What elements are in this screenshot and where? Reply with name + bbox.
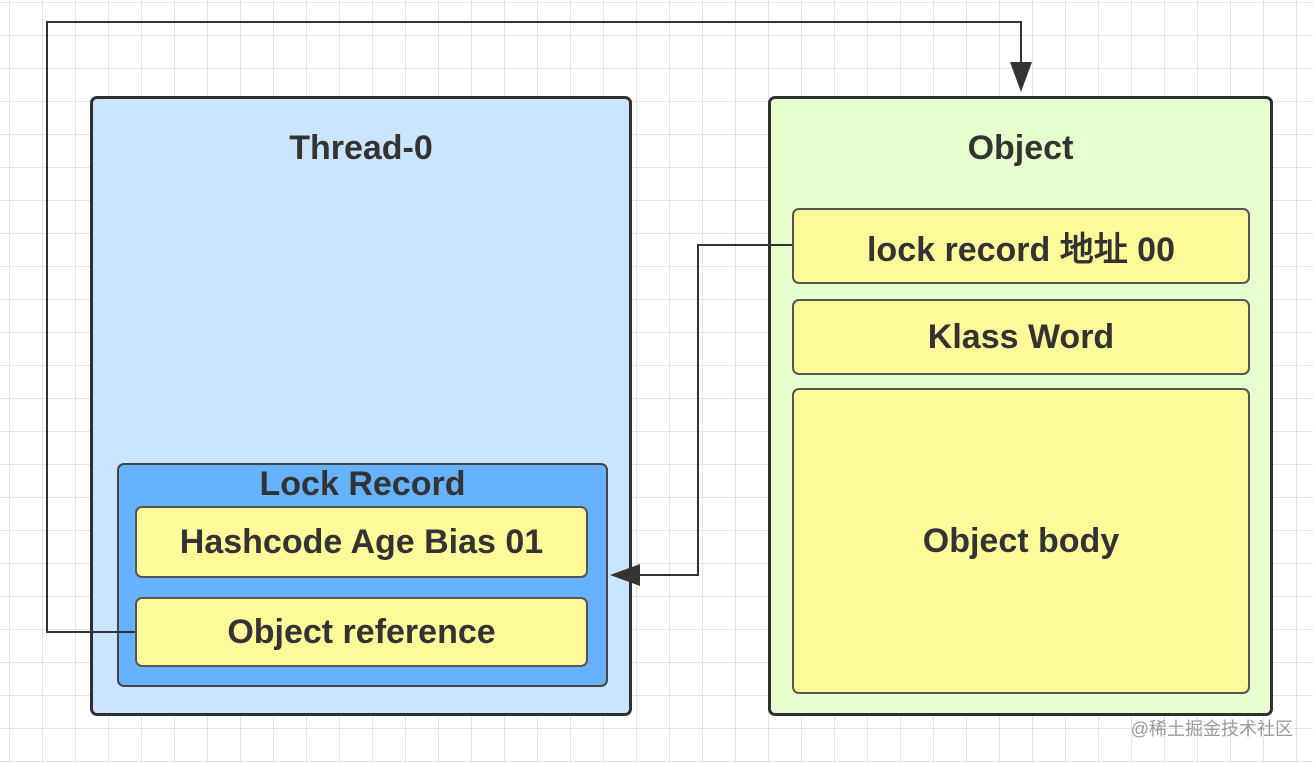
object-reference-field: Object reference bbox=[135, 597, 588, 667]
object-body-field: Object body bbox=[792, 388, 1250, 694]
arrowhead-down-icon bbox=[1010, 62, 1032, 92]
watermark-text: @稀土掘金技术社区 bbox=[1130, 719, 1293, 739]
lock-record-title: Lock Record bbox=[259, 465, 466, 503]
object-title: Object bbox=[967, 129, 1074, 167]
arrowhead-left-icon bbox=[610, 564, 640, 586]
lock-record-address-connector bbox=[640, 244, 792, 576]
thread-0-title: Thread-0 bbox=[289, 129, 433, 167]
lock-record-address-field: lock record 地址 00 bbox=[792, 208, 1250, 284]
hashcode-age-bias-field: Hashcode Age Bias 01 bbox=[135, 506, 588, 578]
object-reference-connector bbox=[46, 21, 1022, 633]
klass-word-field: Klass Word bbox=[792, 299, 1250, 375]
